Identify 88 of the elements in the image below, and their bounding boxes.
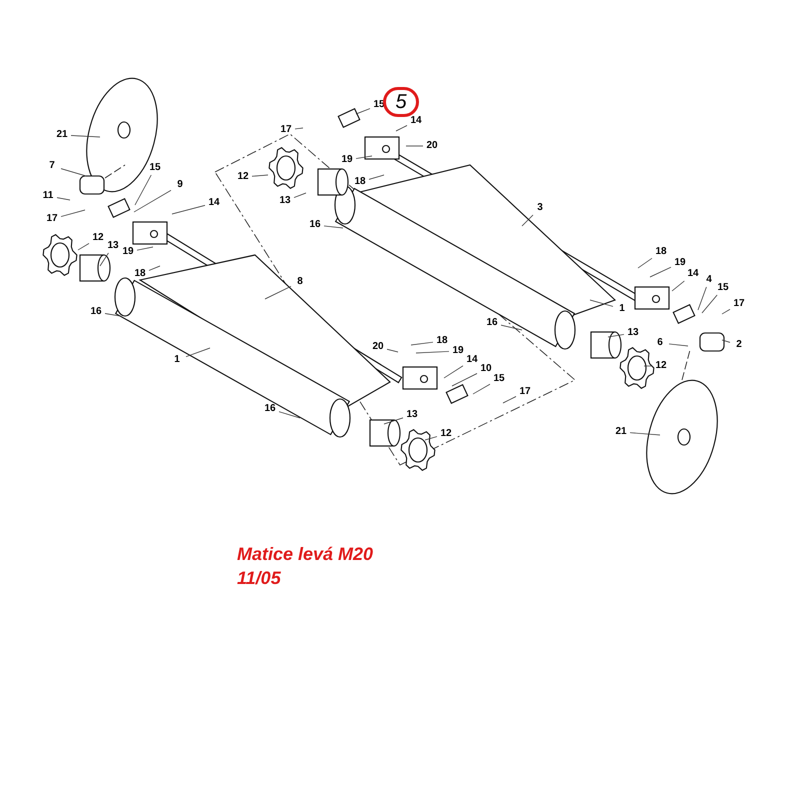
leader-line bbox=[522, 214, 534, 226]
leader-line bbox=[590, 300, 614, 307]
callout-number: 8 bbox=[291, 275, 309, 289]
leader-line bbox=[502, 396, 516, 404]
circled-callout-number: 5 bbox=[383, 87, 419, 117]
callout-number: 20 bbox=[369, 340, 387, 354]
leader-line bbox=[698, 286, 707, 310]
leader-line bbox=[186, 348, 210, 358]
callout-number: 17 bbox=[277, 123, 295, 137]
callout-number: 18 bbox=[652, 245, 670, 259]
callout-number: 12 bbox=[437, 427, 455, 441]
leader-line bbox=[722, 340, 730, 343]
leader-line bbox=[60, 168, 86, 176]
note-text: Matice levá M20 bbox=[237, 543, 374, 566]
leader-line bbox=[324, 226, 344, 228]
leader-line bbox=[650, 266, 672, 278]
callout-number: 2 bbox=[730, 338, 748, 352]
leader-line bbox=[416, 351, 450, 354]
callout-number: 13 bbox=[276, 194, 294, 208]
callout-number: 16 bbox=[87, 305, 105, 319]
leader-line bbox=[264, 286, 292, 300]
leader-line bbox=[668, 344, 688, 346]
leader-line bbox=[384, 418, 404, 424]
callout-number: 13 bbox=[624, 326, 642, 340]
callout-number: 20 bbox=[423, 139, 441, 153]
leader-line bbox=[672, 280, 685, 292]
leader-line bbox=[136, 246, 154, 251]
leader-line bbox=[294, 128, 304, 130]
leader-line bbox=[134, 174, 152, 206]
callout-number: 19 bbox=[671, 256, 689, 270]
leader-line bbox=[278, 411, 300, 418]
callout-number: 15 bbox=[146, 161, 164, 175]
leader-line bbox=[294, 192, 306, 198]
callout-number: 13 bbox=[403, 408, 421, 422]
callout-number: 19 bbox=[119, 245, 137, 259]
callout-number: 16 bbox=[306, 218, 324, 232]
leader-line bbox=[56, 197, 70, 200]
leader-line bbox=[252, 174, 268, 177]
callout-number: 1 bbox=[613, 302, 631, 316]
callout-number: 9 bbox=[171, 178, 189, 192]
callout-number: 17 bbox=[43, 212, 61, 226]
callout-number: 14 bbox=[684, 267, 702, 281]
callout-number: 21 bbox=[612, 425, 630, 439]
leader-line bbox=[78, 243, 90, 250]
callout-number: 13 bbox=[104, 239, 122, 253]
leader-line bbox=[608, 334, 624, 338]
callout-number: 17 bbox=[730, 297, 748, 311]
leader-line bbox=[70, 135, 100, 138]
leader-line bbox=[702, 294, 718, 314]
leader-line bbox=[104, 313, 120, 316]
callout-number: 16 bbox=[261, 402, 279, 416]
callout-number: 12 bbox=[89, 231, 107, 245]
callout-number: 19 bbox=[338, 153, 356, 167]
callout-number: 1 bbox=[168, 353, 186, 367]
callout-number: 12 bbox=[234, 170, 252, 184]
leader-line bbox=[356, 108, 370, 114]
callout-number: 21 bbox=[53, 128, 71, 142]
leader-line bbox=[452, 373, 478, 386]
callout-number: 3 bbox=[531, 201, 549, 215]
leader-line bbox=[396, 125, 408, 132]
leader-line bbox=[638, 258, 652, 268]
callout-number: 18 bbox=[131, 267, 149, 281]
leader-line bbox=[134, 190, 172, 212]
callout-number: 14 bbox=[205, 196, 223, 210]
leader-line bbox=[500, 324, 522, 330]
callout-number: 18 bbox=[351, 175, 369, 189]
leader-line bbox=[386, 348, 398, 352]
callout-number: 11 bbox=[39, 189, 57, 203]
callout-number: 14 bbox=[407, 114, 425, 128]
callout-number: 12 bbox=[652, 359, 670, 373]
leader-line bbox=[630, 432, 660, 436]
leader-line bbox=[100, 252, 109, 266]
leader-line bbox=[424, 436, 438, 440]
note-text: 11/05 bbox=[237, 567, 281, 590]
leader-line bbox=[356, 156, 372, 159]
leader-line bbox=[472, 384, 490, 394]
callout-number: 7 bbox=[43, 159, 61, 173]
leader-line bbox=[60, 210, 86, 217]
callout-number: 6 bbox=[651, 336, 669, 350]
callout-number: 16 bbox=[483, 316, 501, 330]
leader-line bbox=[148, 266, 160, 271]
leader-line bbox=[410, 342, 434, 346]
leader-line bbox=[172, 205, 206, 214]
callout-number: 17 bbox=[516, 385, 534, 399]
callout-number: 18 bbox=[433, 334, 451, 348]
leader-line bbox=[722, 308, 730, 314]
leader-line bbox=[368, 174, 384, 180]
leader-line bbox=[444, 365, 464, 378]
